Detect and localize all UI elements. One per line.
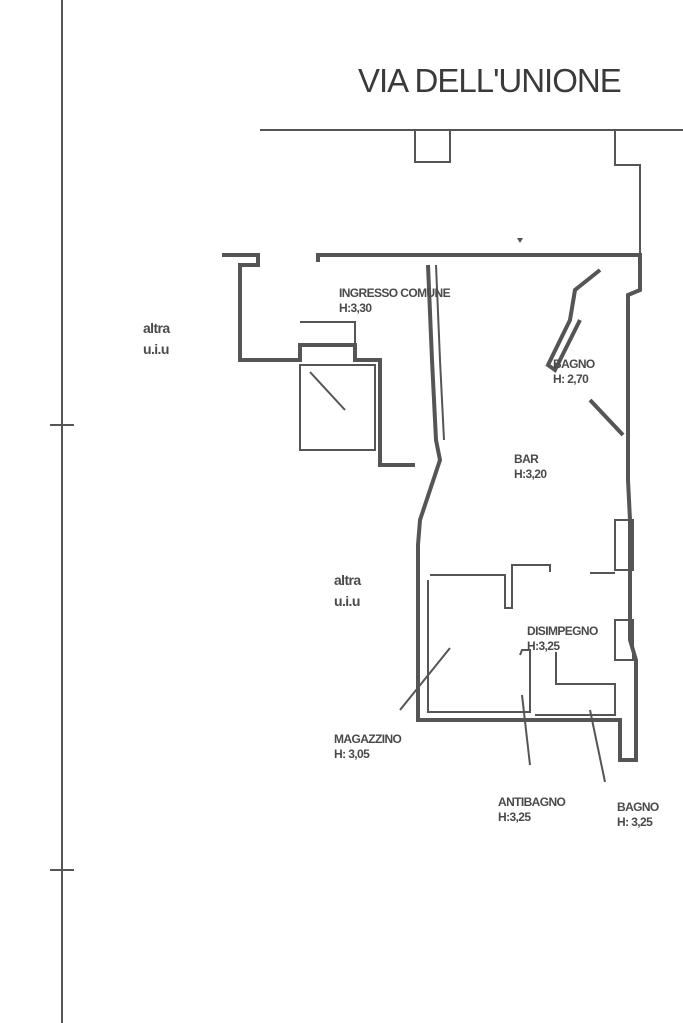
room-name: BAR bbox=[514, 452, 539, 466]
label-disimpegno: DISIMPEGNO H:3,25 bbox=[527, 624, 598, 654]
room-name: BAGNO bbox=[553, 357, 595, 371]
room-height: H: 2,70 bbox=[553, 372, 589, 386]
room-height: H: 3,25 bbox=[617, 815, 653, 829]
room-height: H:3,25 bbox=[527, 639, 560, 653]
label-antibagno: ANTIBAGNO H:3,25 bbox=[498, 795, 566, 825]
leader-lines bbox=[399, 647, 606, 783]
label-text: altra bbox=[334, 572, 361, 588]
building-walls bbox=[222, 253, 642, 762]
label-other-unit-mid: altra u.i.u bbox=[334, 570, 361, 612]
label-magazzino: MAGAZZINO H: 3,05 bbox=[334, 732, 402, 762]
label-ingresso-comune: INGRESSO COMUNE H:3,30 bbox=[339, 286, 451, 316]
label-bar: BAR H:3,20 bbox=[514, 452, 547, 482]
scale-axis bbox=[50, 0, 74, 1023]
room-name: INGRESSO COMUNE bbox=[339, 286, 451, 300]
label-text: altra bbox=[143, 320, 170, 336]
room-name: MAGAZZINO bbox=[334, 732, 402, 746]
street-walls bbox=[260, 129, 683, 255]
room-name: ANTIBAGNO bbox=[498, 795, 566, 809]
room-height: H: 3,05 bbox=[334, 747, 370, 761]
label-text: u.i.u bbox=[334, 593, 360, 609]
label-bagno-bottom: BAGNO H: 3,25 bbox=[617, 800, 659, 830]
label-text: u.i.u bbox=[143, 341, 169, 357]
room-height: H:3,20 bbox=[514, 467, 547, 481]
label-bagno-top: BAGNO H: 2,70 bbox=[553, 357, 595, 387]
room-name: BAGNO bbox=[617, 800, 659, 814]
room-height: H:3,25 bbox=[498, 810, 531, 824]
street-name-title: VIA DELL'UNIONE bbox=[358, 62, 622, 99]
room-height: H:3,30 bbox=[339, 301, 372, 315]
label-other-unit-top: altra u.i.u bbox=[143, 318, 170, 360]
room-name: DISIMPEGNO bbox=[527, 624, 598, 638]
